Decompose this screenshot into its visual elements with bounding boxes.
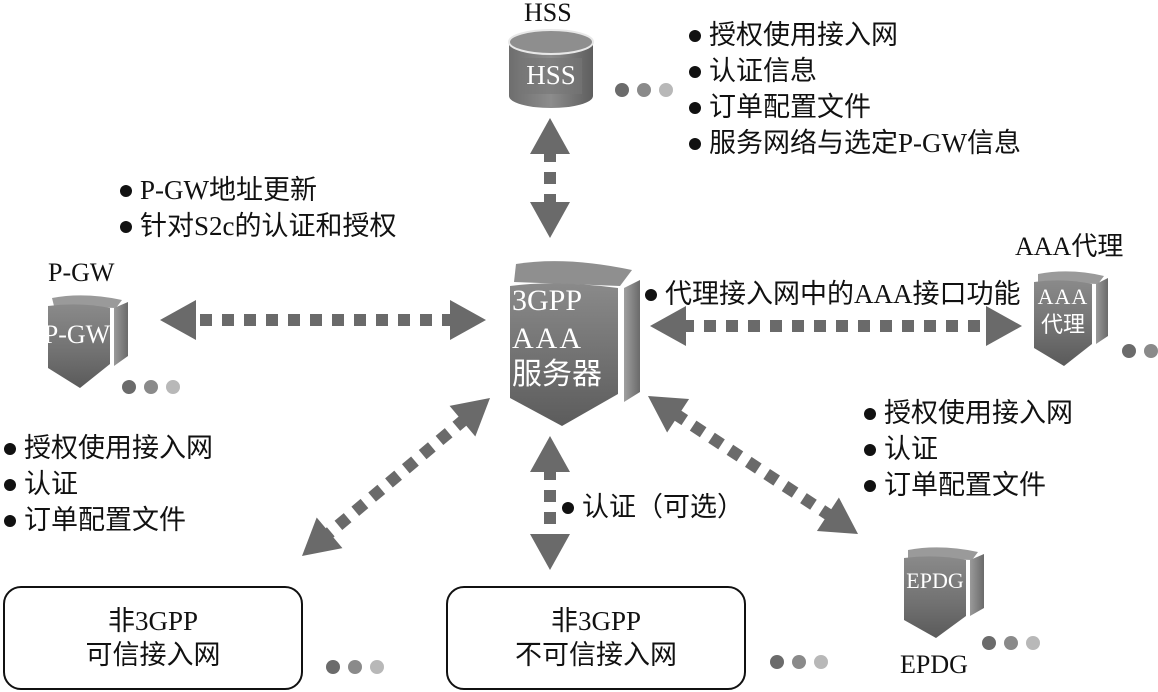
- epdg-info-item: 授权使用接入网: [862, 395, 1073, 431]
- pgw-info-item: P-GW地址更新: [118, 172, 397, 208]
- untrusted-more-dots: [770, 655, 828, 669]
- pgw-title: P-GW: [48, 258, 115, 287]
- aaa-server-label-line: 服务器: [512, 358, 602, 391]
- pgw-icon-label: P-GW: [43, 320, 111, 349]
- epdg-info-list: 授权使用接入网 认证 订单配置文件: [862, 395, 1073, 503]
- server-shield-icon: [1034, 271, 1108, 366]
- aaa-proxy-label-line: 代理: [1040, 312, 1085, 337]
- untrusted-info-item: 认证（可选）: [560, 489, 744, 525]
- untrusted-info-list: 认证（可选）: [560, 489, 744, 525]
- hss-icon-label: HSS: [526, 60, 576, 90]
- server-shield-icon: [904, 547, 984, 638]
- pgw-info-item: 针对S2c的认证和授权: [118, 208, 397, 244]
- aaa-proxy-more-dots: [1122, 344, 1158, 358]
- arrowhead-aaa-untrusted-end: [530, 534, 570, 570]
- proxy-info-list: 代理接入网中的AAA接口功能: [643, 276, 1021, 312]
- hss-info-item: 授权使用接入网: [687, 17, 1021, 53]
- aaa-server-node[interactable]: 3GPP AAA 服务器: [496, 256, 642, 428]
- trusted-info-list: 授权使用接入网 认证 订单配置文件: [2, 430, 213, 538]
- aaa-proxy-label-line: AAA: [1037, 284, 1089, 309]
- trusted-access-network[interactable]: 非3GPP 可信接入网: [3, 586, 303, 690]
- hss-info-item: 服务网络与选定P-GW信息: [687, 125, 1021, 161]
- hss-title: HSS: [524, 0, 572, 27]
- aaa-proxy-title: AAA代理: [1015, 232, 1124, 261]
- trusted-more-dots: [326, 660, 384, 674]
- pgw-info-list: P-GW地址更新 针对S2c的认证和授权: [118, 172, 397, 244]
- arrowhead-aaa-untrusted-start: [530, 436, 570, 472]
- server-shield-icon: [48, 295, 128, 388]
- epdg-node[interactable]: EPDG: [900, 544, 986, 640]
- arrowhead-aaa-hss-end: [530, 118, 570, 154]
- proxy-info-item: 代理接入网中的AAA接口功能: [643, 276, 1021, 312]
- untrusted-access-line: 不可信接入网: [515, 640, 677, 670]
- trusted-info-item: 授权使用接入网: [2, 430, 213, 466]
- epdg-icon-label: EPDG: [906, 568, 964, 593]
- aaa-proxy-node[interactable]: AAA 代理: [1030, 268, 1110, 368]
- aaa-server-label-line: AAA: [512, 322, 583, 355]
- arrowhead-aaa-trusted-end: [302, 517, 343, 556]
- hss-info-item: 认证信息: [687, 53, 1021, 89]
- arrowhead-aaa-hss-start: [530, 202, 570, 238]
- database-cylinder-icon: [508, 29, 594, 108]
- arrowhead-aaa-epdg-end: [816, 497, 858, 534]
- hss-node[interactable]: HSS: [506, 28, 596, 110]
- arrowhead-aaa-pgw-start: [450, 300, 486, 340]
- untrusted-access-line: 非3GPP: [550, 606, 642, 636]
- trusted-info-item: 订单配置文件: [2, 502, 213, 538]
- arrowhead-aaa-trusted-start: [449, 398, 490, 437]
- arrowhead-aaa-proxy-start: [650, 306, 686, 346]
- pgw-more-dots: [122, 380, 180, 394]
- connection-aaa-trusted-line: [322, 413, 470, 541]
- pgw-node[interactable]: P-GW: [44, 292, 132, 390]
- untrusted-access-network[interactable]: 非3GPP 不可信接入网: [446, 586, 746, 690]
- connection-aaa-epdg-line: [671, 408, 835, 522]
- trusted-access-line: 可信接入网: [85, 640, 221, 670]
- epdg-info-item: 认证: [862, 431, 1073, 467]
- arrowhead-aaa-proxy-end: [986, 306, 1022, 346]
- trusted-info-item: 认证: [2, 466, 213, 502]
- trusted-access-line: 非3GPP: [107, 606, 199, 636]
- arrowhead-aaa-epdg-start: [648, 396, 690, 433]
- hss-more-dots: [615, 83, 673, 97]
- server-shield-icon: [510, 261, 640, 426]
- epdg-info-item: 订单配置文件: [862, 467, 1073, 503]
- arrowhead-aaa-pgw-end: [160, 300, 196, 340]
- epdg-more-dots: [982, 636, 1040, 650]
- hss-info-list: 授权使用接入网 认证信息 订单配置文件 服务网络与选定P-GW信息: [687, 17, 1021, 161]
- aaa-server-label-line: 3GPP: [512, 284, 583, 317]
- hss-info-item: 订单配置文件: [687, 89, 1021, 125]
- epdg-title: EPDG: [900, 650, 968, 679]
